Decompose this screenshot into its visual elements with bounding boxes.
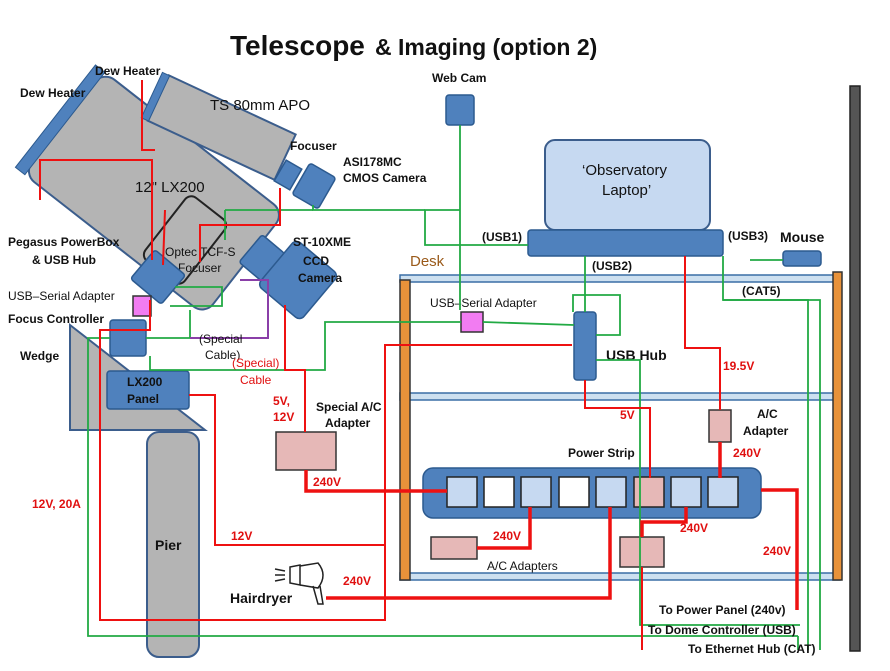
desk (399, 271, 843, 581)
socket-4 (558, 476, 590, 508)
special-ac-adapter (275, 431, 337, 471)
to-ethernet-label: To Ethernet Hub (CAT) (688, 642, 816, 656)
socket-7 (670, 476, 702, 508)
dew-heater-2-label: Dew Heater (20, 86, 86, 100)
optec-label-2: Focuser (178, 261, 221, 275)
power-wires (39, 80, 799, 650)
power-strip-sockets (446, 476, 739, 508)
v240-label-b: 240V (493, 529, 521, 543)
v5-12-label-1: 5V, (273, 394, 290, 408)
st10-label-1: ST-10XME (293, 235, 351, 249)
v240-label-a: 240V (313, 475, 341, 489)
special-ac-label-1: Special A/C (316, 400, 382, 414)
special-cable-purple-label-2: Cable) (205, 348, 240, 362)
socket-1 (446, 476, 478, 508)
lx200-panel-label-1: LX200 (127, 375, 163, 389)
cat5-label: (CAT5) (742, 284, 780, 298)
v240-label-f: 240V (763, 544, 791, 558)
usb3-label: (USB3) (728, 229, 768, 243)
dew-heater-guide (140, 71, 171, 122)
v240-label-e: 240V (733, 446, 761, 460)
desk-leg-left (399, 279, 411, 581)
desk-leg-right (832, 271, 843, 581)
hairdryer-label: Hairdryer (230, 590, 293, 606)
focus-controller-label: Focus Controller (8, 312, 104, 326)
ac-adapters-label: A/C Adapters (487, 559, 558, 573)
web-cam (445, 94, 475, 126)
special-cable-purple (190, 279, 269, 339)
socket-6 (633, 476, 665, 508)
usb-serial-adapter-desk (460, 311, 484, 333)
wedge-label: Wedge (20, 349, 59, 363)
v12-label: 12V (231, 529, 252, 543)
v240-label-d: 240V (343, 574, 371, 588)
lx200-panel (106, 370, 190, 410)
focuser-label: Focuser (290, 139, 337, 153)
usb2-label: (USB2) (592, 259, 632, 273)
ac-adapter-label-2: Adapter (743, 424, 789, 438)
st10-label-3: Camera (298, 271, 342, 285)
st10-label-2: CCD (303, 254, 329, 268)
power-strip-label: Power Strip (568, 446, 635, 460)
title-main: Telescope (230, 30, 365, 61)
ts-focuser (273, 159, 303, 191)
usb-serial-desk-label: USB–Serial Adapter (430, 296, 537, 310)
ac-adapter-a (430, 536, 478, 560)
special-ac-label-2: Adapter (325, 416, 371, 430)
asi-label-2: CMOS Camera (343, 171, 427, 185)
v5-label: 5V (620, 408, 635, 422)
pier (146, 431, 200, 658)
special-cable-purple-label-1: (Special (199, 332, 242, 346)
dew-heater-main (14, 64, 106, 176)
special-cable-red-label-1: (Special) (232, 356, 279, 370)
special-cable-red-label-2: Cable (240, 373, 272, 387)
ac-adapter-label-1: A/C (757, 407, 778, 421)
usb-serial-left-label: USB–Serial Adapter (8, 289, 115, 303)
laptop-ac-adapter (708, 409, 732, 443)
st10xme-camera (258, 240, 338, 320)
pegasus-powerbox (130, 250, 186, 304)
laptop-label-1: ‘Observatory (582, 162, 668, 179)
socket-5 (595, 476, 627, 508)
ac-adapter-b (619, 536, 665, 568)
asi-label-1: ASI178MC (343, 155, 402, 169)
to-dome-label: To Dome Controller (USB) (648, 623, 796, 637)
pier-label: Pier (155, 537, 182, 553)
observatory-wall (849, 85, 861, 652)
ts80-telescope (140, 71, 297, 182)
ts80-label: TS 80mm APO (210, 97, 310, 114)
title-sub: & Imaging (option 2) (375, 34, 597, 60)
to-power-panel-label: To Power Panel (240v) (659, 603, 786, 617)
socket-2 (483, 476, 515, 508)
pegasus-label-1: Pegasus PowerBox (8, 235, 120, 249)
webcam-label: Web Cam (432, 71, 486, 85)
laptop-label-2: Laptop’ (602, 182, 651, 199)
mouse-label: Mouse (780, 229, 825, 245)
v12-20a-label: 12V, 20A (32, 497, 81, 511)
socket-3 (520, 476, 552, 508)
mouse (782, 250, 822, 267)
lx200-panel-label-2: Panel (127, 392, 159, 406)
usb-hub (573, 311, 597, 381)
desk-label: Desk (410, 253, 445, 270)
usb-hub-label: USB Hub (606, 347, 667, 363)
focus-controller (109, 319, 147, 357)
usb-serial-adapter-scope (132, 295, 152, 317)
lx200-label: 12" LX200 (135, 179, 205, 196)
hairdryer-icon (274, 562, 324, 605)
v5-12-label-2: 12V (273, 410, 294, 424)
v19-5-label: 19.5V (723, 359, 754, 373)
pegasus-label-2: & USB Hub (32, 253, 96, 267)
dew-heater-1-label: Dew Heater (95, 64, 161, 78)
laptop-base (527, 229, 724, 257)
asi178mc-camera (292, 163, 336, 209)
socket-8 (707, 476, 739, 508)
usb1-label: (USB1) (482, 230, 522, 244)
v240-label-c: 240V (680, 521, 708, 535)
